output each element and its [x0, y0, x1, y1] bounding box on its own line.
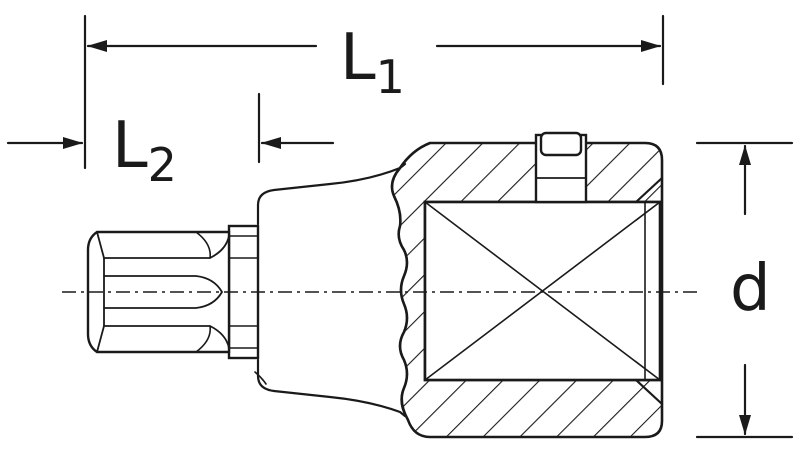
torx-bit — [86, 230, 231, 354]
l2-subscript: 2 — [148, 138, 177, 192]
socket-body — [254, 131, 664, 439]
dimension-d: d — [695, 141, 794, 439]
neck-notch — [254, 371, 267, 385]
retaining-pin-cap — [539, 131, 583, 157]
bit-upper-chamfer — [195, 231, 212, 353]
l1-letter: L — [340, 21, 376, 95]
head-chamfer-top — [634, 176, 664, 406]
dimension-l1: L1 — [83, 14, 665, 170]
cavity-diagonal-2 — [424, 201, 661, 381]
bit-tip-facets — [96, 231, 105, 353]
bit-lobe-upper — [103, 275, 223, 309]
dimension-label-d: d — [730, 252, 771, 326]
dimension-l2: L2 — [6, 92, 335, 192]
dimension-label-l1: L1 — [340, 21, 405, 104]
dimension-label-l2: L2 — [112, 109, 177, 192]
l1-subscript: 1 — [376, 50, 405, 104]
l2-letter: L — [112, 109, 148, 183]
socket-neck-outline — [256, 162, 407, 418]
